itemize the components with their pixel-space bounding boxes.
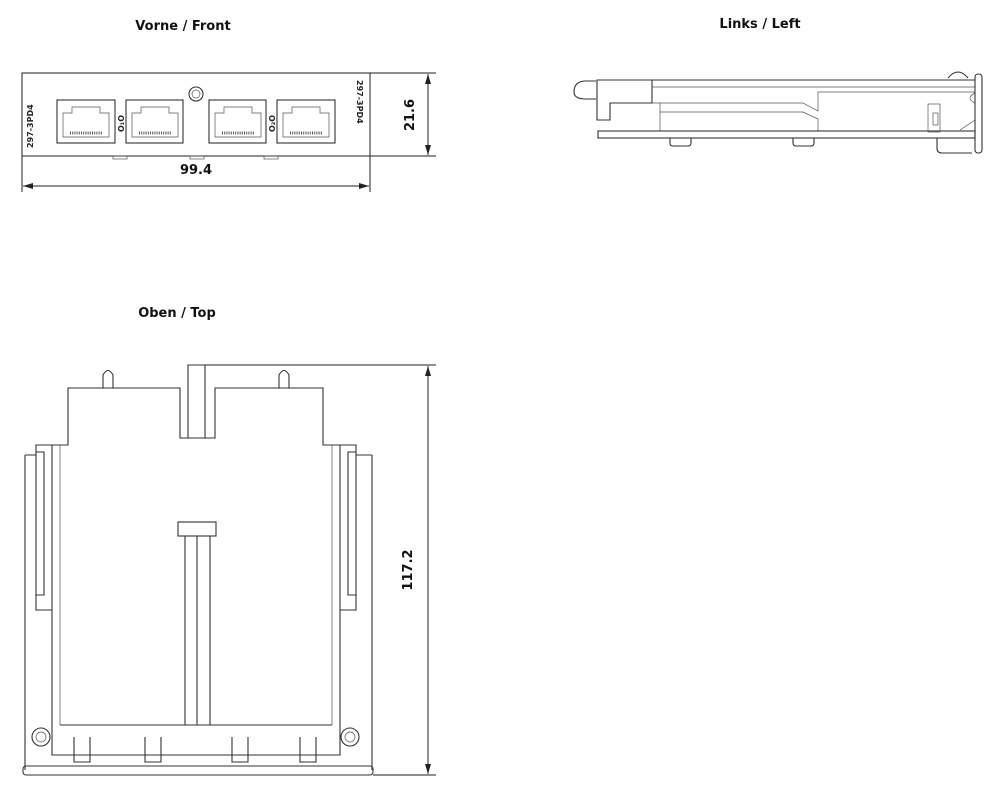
top-view-title: Oben / Top: [138, 306, 216, 321]
left-view-title: Links / Left: [719, 17, 800, 32]
screw-icon: [340, 727, 360, 747]
height-dimension: 21.6: [403, 99, 418, 131]
port-pair-label: O₂O: [268, 115, 277, 132]
guide-pin: [278, 369, 290, 388]
left-view: [573, 71, 983, 154]
rj45-port: [56, 99, 116, 144]
front-faceplate: [21, 72, 371, 157]
part-label-rotated: 297-3PD4: [355, 80, 364, 124]
screw-icon: [188, 86, 204, 102]
top-view: 117.2: [22, 364, 436, 776]
width-dimension: 99.4: [180, 163, 212, 178]
screw-icon: [31, 727, 51, 747]
depth-dimension: 117.2: [401, 549, 416, 590]
guide-pin: [102, 369, 114, 388]
rj45-port: [276, 99, 336, 144]
part-label: 297-3PD4: [26, 104, 35, 148]
front-flange: [22, 765, 374, 776]
rj45-port: [125, 99, 184, 144]
module-body: [51, 387, 341, 756]
rj45-port: [208, 99, 267, 144]
port-pair-label: O₁O: [117, 115, 126, 132]
release-tab: [187, 364, 206, 438]
front-view-title: Vorne / Front: [135, 19, 230, 34]
front-view: 297-3PD4 297-3PD4 O₁O O₂O 21.6 99.4: [21, 72, 436, 192]
